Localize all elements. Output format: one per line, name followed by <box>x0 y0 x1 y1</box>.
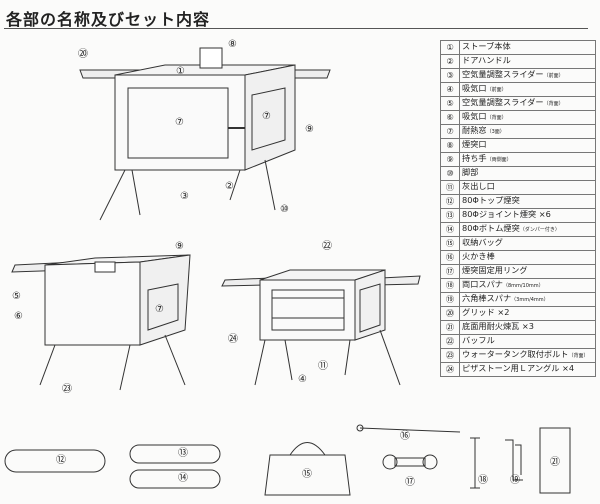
callout-24: ㉔ <box>228 334 238 345</box>
part-name: 耐熱窓 <box>462 125 487 135</box>
callout-10: ⑩ <box>280 204 289 215</box>
part-name: 灰出し口 <box>462 181 495 191</box>
part-note: （背面） <box>568 353 589 359</box>
callout-9-rear: ⑨ <box>175 241 184 252</box>
callout-3: ③ <box>180 191 189 202</box>
callout-20: ⑳ <box>78 49 88 60</box>
part-name: バッフル <box>462 335 495 345</box>
part-note: （3面） <box>486 129 505 135</box>
part-name: 吸気口 <box>462 111 487 121</box>
page-title: 各部の名称及びセット内容 <box>6 10 211 29</box>
callout-15: ⑮ <box>302 469 312 480</box>
callout-4: ④ <box>298 374 307 385</box>
part-note: （両側面） <box>486 157 512 163</box>
callout-14: ⑭ <box>178 473 188 484</box>
callout-11: ⑪ <box>318 361 328 372</box>
part-note: （背面） <box>543 101 564 107</box>
part-name: ウォータータンク取付ボルト <box>462 349 569 359</box>
part-note: （前面） <box>486 87 507 93</box>
accessories-illustration <box>4 424 571 496</box>
callout-19: ⑲ <box>510 475 520 486</box>
part-name: 煙突口 <box>462 139 487 149</box>
part-name: ドアハンドル <box>462 55 511 65</box>
part-name: 吸気口 <box>462 83 487 93</box>
part-name: 両口スパナ <box>462 279 503 289</box>
callout-13: ⑬ <box>178 448 188 459</box>
part-name: 80Φボトム煙突 <box>462 223 520 233</box>
stove-main-illustration <box>79 47 331 221</box>
callout-21: ㉑ <box>550 457 560 468</box>
stove-rear-illustration <box>11 254 191 391</box>
callout-5: ⑤ <box>12 291 21 302</box>
part-number: ㉔ <box>440 362 460 377</box>
callout-7: ⑦ <box>175 117 184 128</box>
part-note: （ダンパー付き） <box>519 227 560 233</box>
title-divider <box>4 28 588 29</box>
callout-9: ⑨ <box>305 124 314 135</box>
part-name: 持ち手 <box>462 153 487 163</box>
part-name: ストーブ本体 <box>462 41 511 51</box>
callout-6: ⑥ <box>14 311 23 322</box>
callout-2: ② <box>225 181 234 192</box>
part-note: （8mm/10mm） <box>502 283 544 289</box>
stove-open-illustration <box>221 269 421 386</box>
part-name: 空気量調整スライダー <box>462 97 544 107</box>
callout-8: ⑧ <box>228 39 237 50</box>
callout-17: ⑰ <box>405 477 415 488</box>
callout-1: ① <box>176 66 185 77</box>
part-name-cell: 六角棒スパナ（3mm/4mm） <box>459 292 596 307</box>
part-note: （背面） <box>486 115 507 121</box>
part-name: 底面用耐火煉瓦 ×3 <box>462 321 534 331</box>
part-name: 脚部 <box>462 167 479 177</box>
callout-23: ㉓ <box>62 384 72 395</box>
callout-7-rear: ⑦ <box>155 304 164 315</box>
part-name: 空気量調整スライダー <box>462 69 544 79</box>
part-name: 収納バッグ <box>462 237 503 247</box>
callout-22: ㉒ <box>322 241 332 252</box>
callout-16: ⑯ <box>400 431 410 442</box>
callout-7-side: ⑦ <box>262 111 271 122</box>
part-name-cell: ピザストーン用Ｌアングル ×4 <box>459 362 596 377</box>
part-name: 煙突固定用リング <box>462 265 528 275</box>
part-name: 火かき棒 <box>462 251 495 261</box>
callout-12: ⑫ <box>56 455 66 466</box>
part-name: ピザストーン用Ｌアングル ×4 <box>462 363 575 373</box>
part-name: 80Φトップ煙突 <box>462 195 520 205</box>
part-name: グリッド ×2 <box>462 307 510 317</box>
part-name: 六角棒スパナ <box>462 293 512 303</box>
part-note: （3mm/4mm） <box>511 297 549 303</box>
part-name: 80Φジョイント煙突 ×6 <box>462 209 551 219</box>
callout-18: ⑱ <box>478 475 488 486</box>
part-name-cell: 吸気口（背面） <box>459 110 596 125</box>
part-note: （前面） <box>543 73 564 79</box>
